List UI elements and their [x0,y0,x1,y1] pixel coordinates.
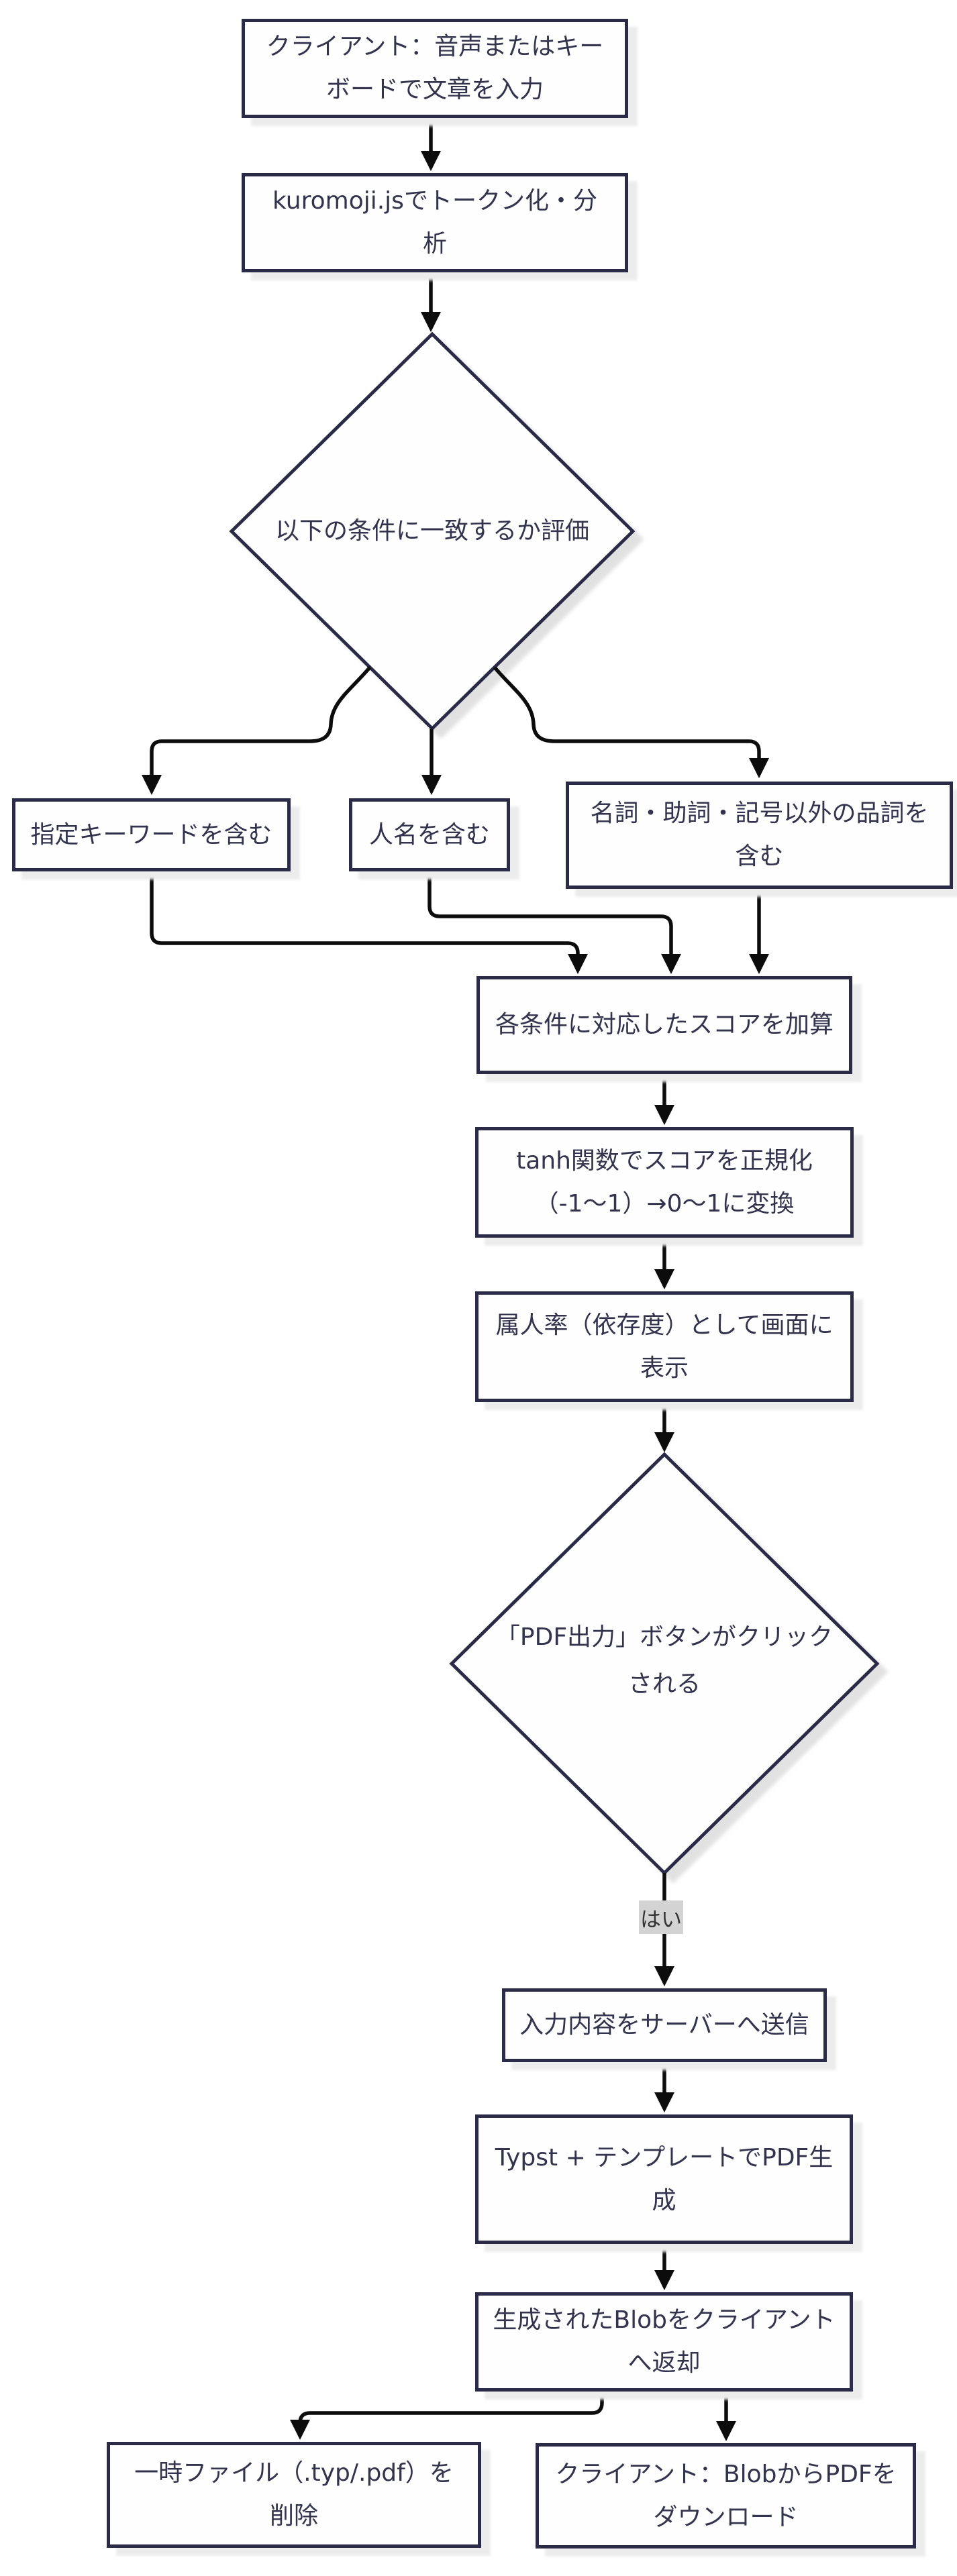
node-tokenize: kuromoji.jsでトークン化・分 析 [242,173,628,272]
node-keyword: 指定キーワードを含む [12,798,291,871]
node-person-name-line1: 人名を含む [368,820,490,849]
node-tanh-normalize-line2: （-1〜1）→0〜1に変換 [534,1189,795,1218]
node-download-pdf: クライアント：BlobからPDFを ダウンロード [536,2443,916,2548]
edge-eval-to-keyword [141,666,372,796]
node-typst-generate-line1: Typst + テンプレートでPDF生 [495,2143,834,2171]
node-send-server-line1: 入力内容をサーバーへ送信 [519,2011,809,2039]
node-pdf-click-line1: 「PDF出力」ボタンがクリック [495,1623,834,1651]
node-add-score-line1: 各条件に対応したスコアを加算 [495,1011,834,1038]
node-return-blob-line1: 生成されたBlobをクライアント [493,2306,836,2334]
node-display-rate-line1: 属人率（依存度）として画面に [495,1311,834,1339]
node-person-name: 人名を含む [349,798,510,871]
node-typst-generate-line2: 成 [652,2186,676,2214]
node-return-blob: 生成されたBlobをクライアント へ返却 [475,2292,853,2392]
node-pos-other-line2: 含む [735,843,784,870]
node-eval-conditions-line1: 以下の条件に一致するか評価 [274,517,589,545]
edge-label-yes: はい [639,1900,683,1934]
node-tokenize-line1: kuromoji.jsでトークン化・分 [272,187,597,215]
node-send-server: 入力内容をサーバーへ送信 [502,1988,827,2062]
node-client-input-line1: クライアント：音声またはキー [266,33,604,60]
node-add-score: 各条件に対応したスコアを加算 [476,976,852,1074]
node-delete-temp: 一時ファイル（.typ/.pdf）を 削除 [107,2442,481,2548]
node-download-pdf-line2: ダウンロード [653,2503,799,2531]
node-pos-other-line1: 名詞・助詞・記号以外の品詞を [590,800,929,827]
edge-person-name-to-add-score [427,871,682,975]
edge-keyword-to-add-score [150,871,589,975]
node-display-rate: 属人率（依存度）として画面に 表示 [475,1291,854,1402]
edge-return-blob-to-delete-temp [289,2392,604,2440]
node-delete-temp-line1: 一時ファイル（.typ/.pdf）を [134,2459,454,2487]
node-download-pdf-line1: クライアント：BlobからPDFを [555,2460,897,2488]
node-return-blob-line2: へ返却 [627,2349,701,2377]
node-tanh-normalize: tanh関数でスコアを正規化 （-1〜1）→0〜1に変換 [475,1127,854,1238]
node-pos-other: 名詞・助詞・記号以外の品詞を 含む [566,782,953,889]
node-eval-conditions-label: 以下の条件に一致するか評価 [232,496,633,566]
node-delete-temp-line2: 削除 [269,2502,318,2530]
node-client-input-line2: ボードで文章を入力 [325,76,544,103]
node-keyword-line1: 指定キーワードを含む [30,820,272,849]
node-display-rate-line2: 表示 [640,1354,689,1382]
node-client-input: クライアント：音声またはキー ボードで文章を入力 [242,19,628,118]
node-pdf-click-line2: される [627,1670,701,1698]
edge-eval-to-pos-other [493,666,770,779]
node-tanh-normalize-line1: tanh関数でスコアを正規化 [516,1146,813,1175]
node-typst-generate: Typst + テンプレートでPDF生 成 [475,2114,853,2244]
edge-label-yes-text: はい [640,1907,682,1932]
node-pdf-click-label: 「PDF出力」ボタンがクリック される [452,1607,877,1715]
node-tokenize-line2: 析 [422,230,447,258]
